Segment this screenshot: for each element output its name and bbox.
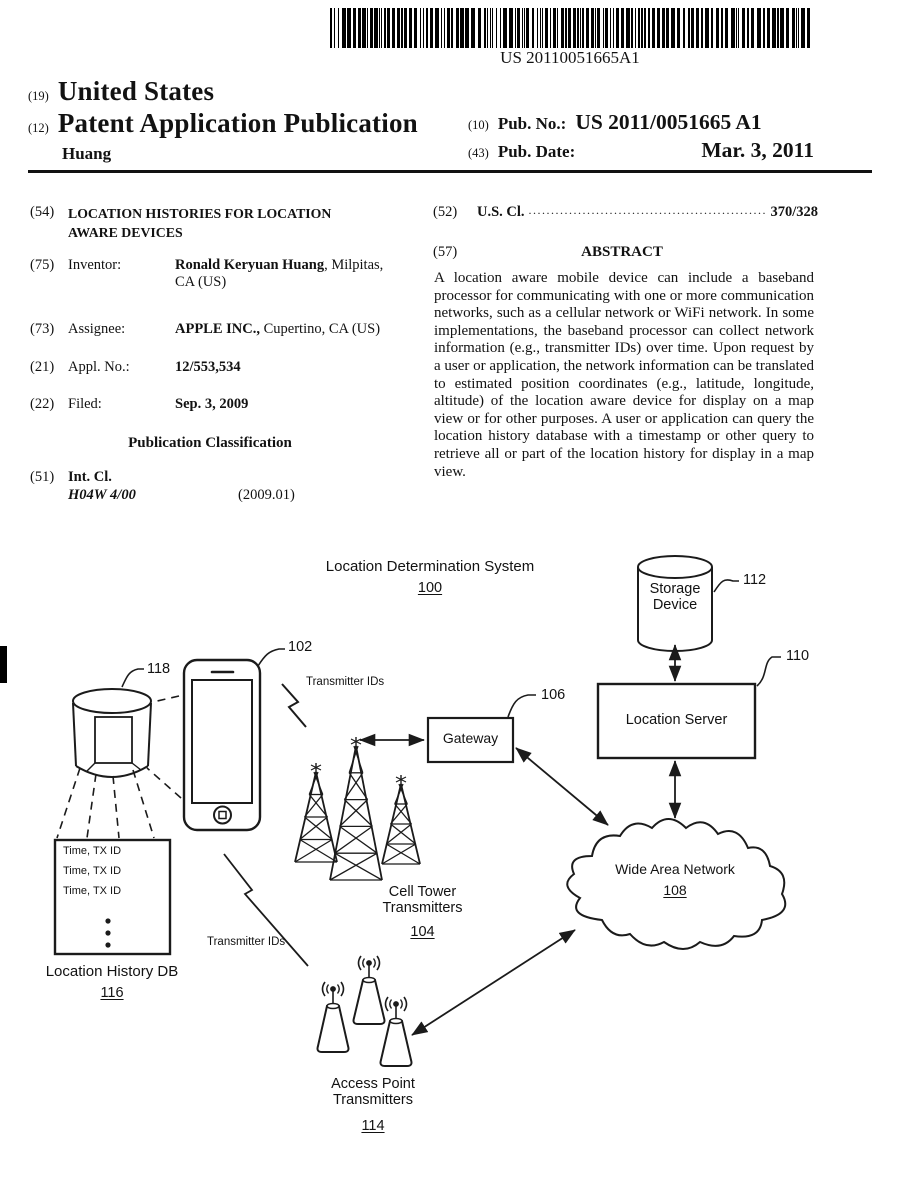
pub-date-label: Pub. Date: — [497, 142, 576, 161]
pub-no-code: (10) — [468, 118, 489, 132]
db-row: Time, TX ID — [63, 885, 122, 897]
ref-104: 104 — [410, 924, 435, 940]
ref-112: 112 — [743, 572, 767, 588]
int-cl-version: (2009.01) — [238, 487, 295, 503]
us-cl-leader-dots: ........................................… — [528, 203, 767, 217]
header-country-line: (19) United States — [28, 76, 214, 107]
db-row: Time, TX ID — [63, 845, 122, 857]
title-code: (54) — [30, 204, 55, 220]
radio-link-bolt-bottom — [223, 853, 309, 967]
barcode-number: US 20110051665A1 — [500, 48, 640, 67]
us-cl-code: (52) — [433, 204, 458, 220]
assignee-code: (73) — [30, 321, 55, 337]
pub-no-value: US 2011/0051665 A1 — [575, 110, 762, 134]
figure-ref-100: 100 — [417, 580, 443, 596]
inventor-label: Inventor: — [68, 257, 122, 273]
abstract-text: A location aware mobile device can inclu… — [434, 270, 814, 480]
gateway-label: Gateway — [442, 730, 499, 746]
kind-code-19: (19) — [28, 89, 49, 103]
abstract-heading: ABSTRACT — [581, 244, 663, 260]
ref-102: 102 — [288, 639, 313, 655]
int-cl-code: (51) — [30, 469, 55, 485]
cell-towers-label: Cell Tower Transmitters — [382, 884, 463, 916]
barcode — [330, 8, 810, 48]
header-pub-type-line: (12) Patent Application Publication — [28, 108, 418, 139]
filed-label: Filed: — [68, 396, 102, 412]
wan-label: Wide Area Network — [615, 861, 735, 877]
us-cl-label: U.S. Cl. — [477, 204, 525, 220]
pub-date-line: (43) Pub. Date: Mar. 3, 2011 — [468, 138, 814, 163]
header-divider — [28, 170, 872, 173]
header-publication-type: Patent Application Publication — [57, 108, 418, 138]
ref-108: 108 — [663, 882, 687, 898]
pub-date-code: (43) — [468, 146, 489, 160]
figure-title: Location Determination System — [325, 558, 535, 575]
ref-106: 106 — [541, 687, 566, 703]
transmitter-ids-label-top: Transmitter IDs — [306, 676, 385, 688]
filed-code: (22) — [30, 396, 55, 412]
header-inventor-surname: Huang — [62, 144, 112, 163]
ref-110: 110 — [786, 648, 810, 664]
access-points-shape — [316, 955, 413, 1067]
us-cl-row: U.S. Cl. ...............................… — [477, 203, 818, 221]
kind-code-12: (12) — [28, 121, 49, 135]
connector-arrows — [359, 644, 682, 1036]
location-history-db-label: Location History DB — [45, 963, 179, 980]
appl-no-label: Appl. No.: — [68, 359, 130, 375]
pub-no-label: Pub. No.: — [497, 114, 567, 133]
cell-towers-shape — [294, 737, 421, 881]
location-history-db-box — [53, 838, 172, 956]
ref-114: 114 — [361, 1118, 385, 1134]
pub-date-value: Mar. 3, 2011 — [701, 138, 814, 162]
us-cl-value: 370/328 — [770, 204, 818, 220]
radio-link-bolt-top — [281, 683, 307, 728]
db-ellipsis-dots — [105, 918, 111, 948]
access-points-label: Access Point Transmitters — [331, 1076, 415, 1108]
location-server-label: Location Server — [625, 712, 728, 728]
storage-device-label: Storage Device — [649, 581, 701, 613]
transmitter-ids-label-bottom: Transmitter IDs — [207, 936, 286, 948]
appl-no-code: (21) — [30, 359, 55, 375]
ref-116: 116 — [100, 985, 124, 1001]
appl-no-value: 12/553,534 — [175, 359, 241, 375]
int-cl-class: H04W 4/00 — [68, 487, 136, 503]
ref-118: 118 — [147, 661, 171, 677]
abstract-code: (57) — [433, 244, 458, 260]
pub-no-line: (10) Pub. No.: US 2011/0051665 A1 — [468, 110, 762, 135]
assignee-label: Assignee: — [68, 321, 126, 337]
scan-artifact — [0, 646, 7, 683]
projection-dashed-lines — [56, 695, 182, 839]
db-row: Time, TX ID — [63, 865, 122, 877]
publication-classification-heading: Publication Classification — [128, 435, 292, 451]
int-cl-label: Int. Cl. — [68, 469, 112, 485]
invention-title: LOCATION HISTORIES FOR LOCATION AWARE DE… — [68, 206, 332, 240]
inventor-value: Ronald Keryuan Huang, Milpitas, CA (US) — [175, 257, 384, 290]
filed-value: Sep. 3, 2009 — [175, 396, 249, 412]
phone-db-zoom-shape — [72, 688, 152, 778]
assignee-value: APPLE INC., Cupertino, CA (US) — [175, 321, 381, 337]
header-country: United States — [57, 76, 215, 106]
inventor-code: (75) — [30, 257, 55, 273]
mobile-phone-shape — [182, 658, 262, 832]
